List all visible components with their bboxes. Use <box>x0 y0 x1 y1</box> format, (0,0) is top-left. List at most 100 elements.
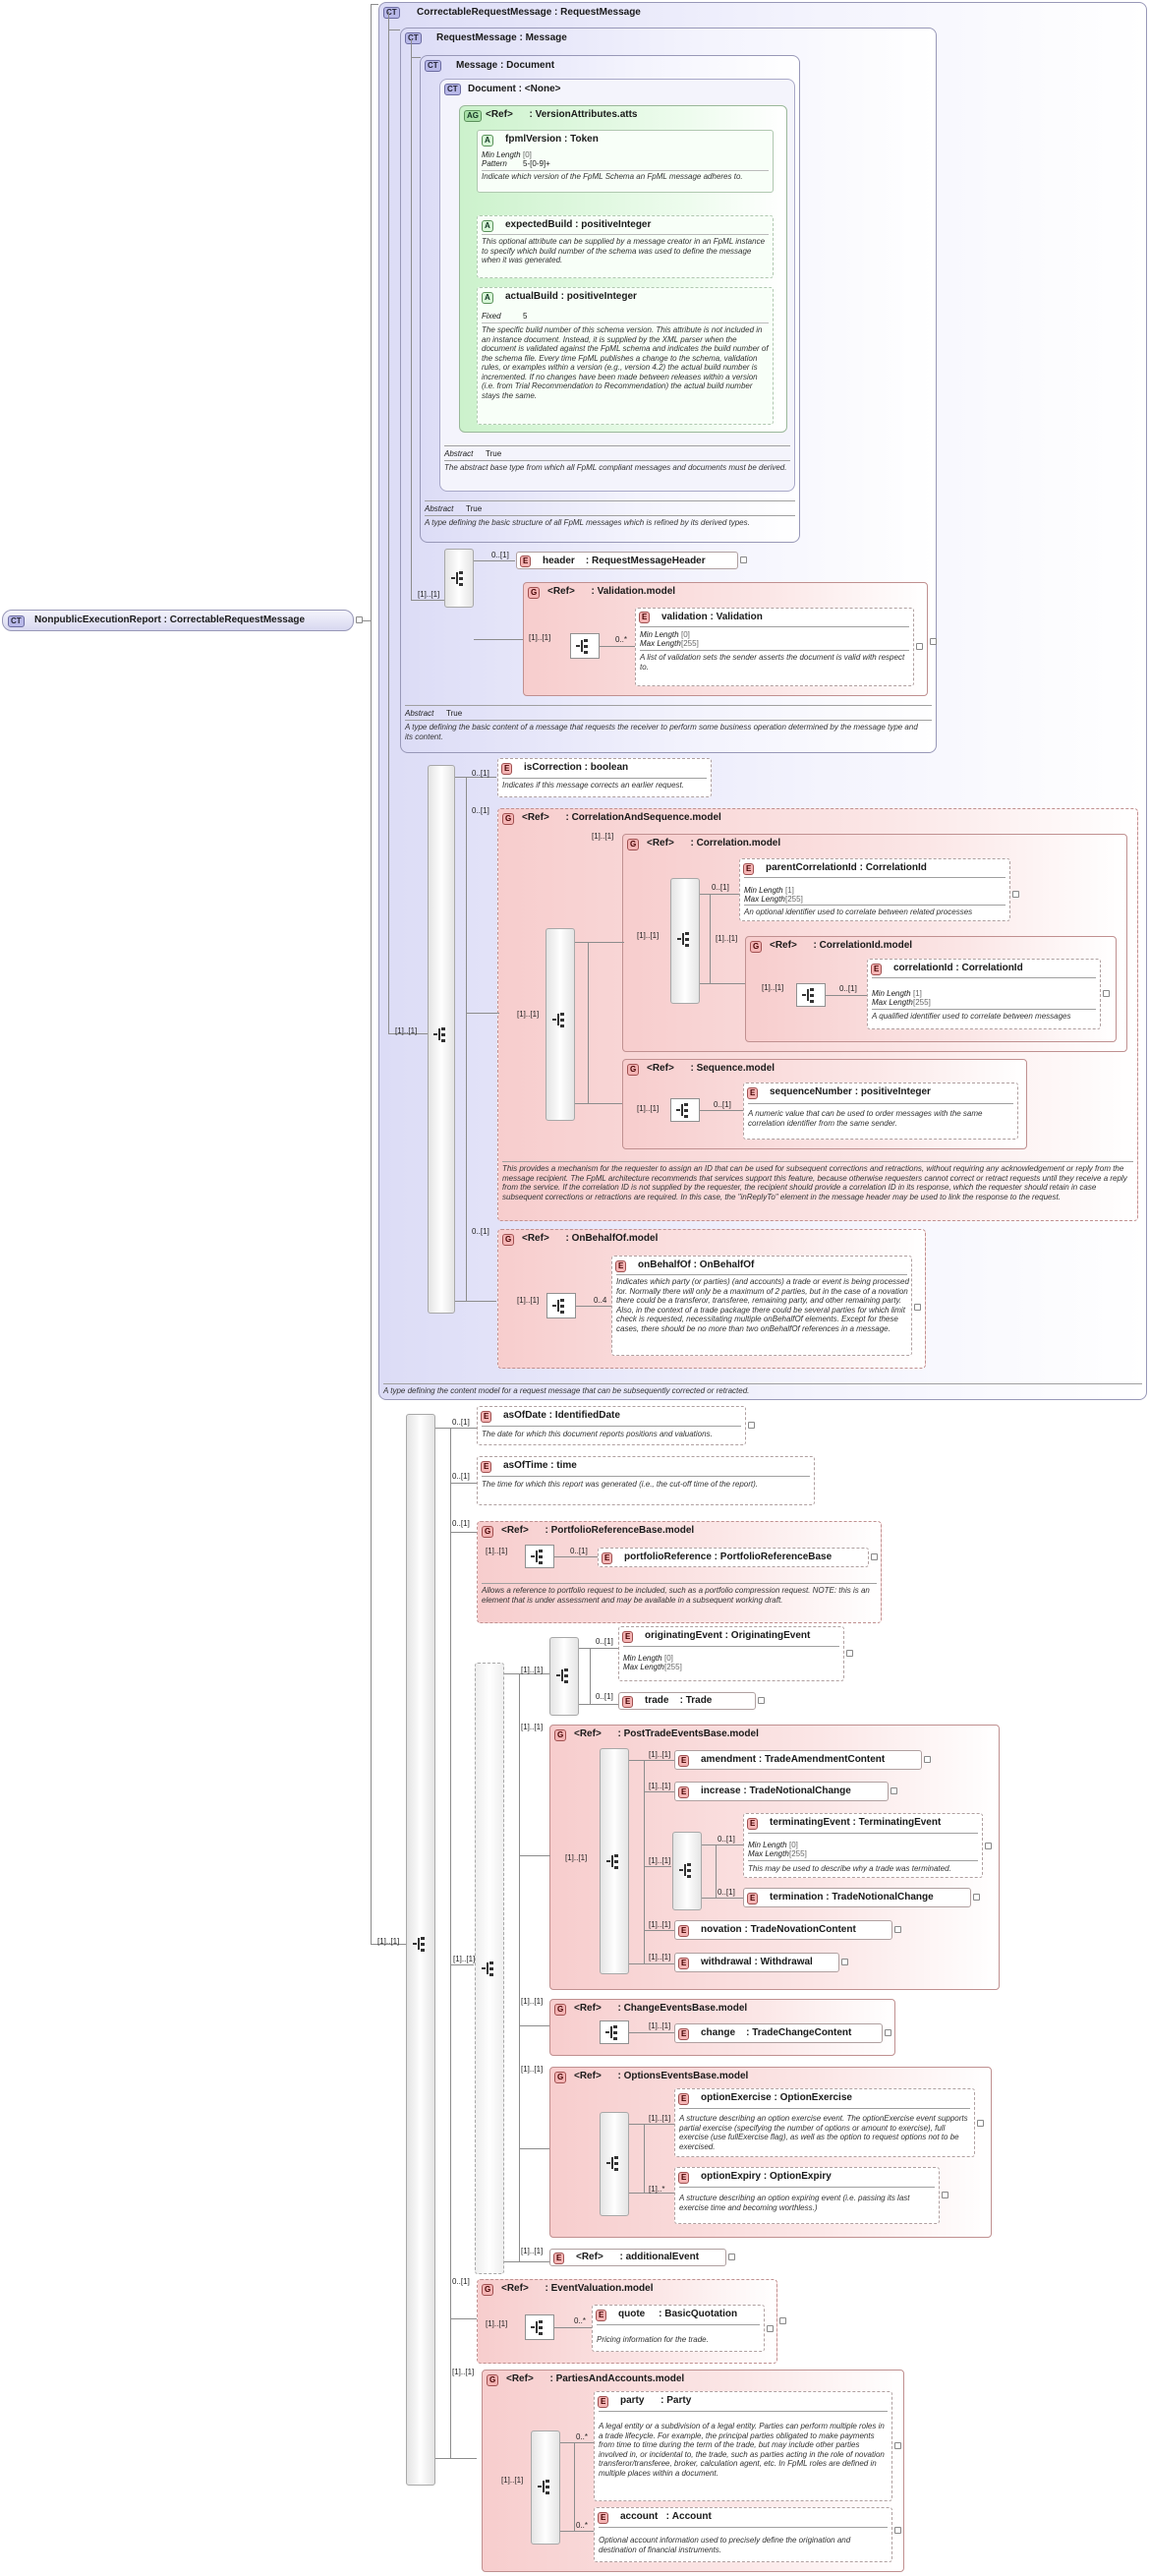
expand-toggle[interactable] <box>894 1926 901 1933</box>
expand-toggle[interactable] <box>894 2442 901 2449</box>
sequence-icon <box>552 1299 564 1314</box>
expand-toggle[interactable] <box>841 1959 848 1965</box>
sequence-compositor[interactable] <box>570 633 600 659</box>
as-of-date-element[interactable]: E asOfDate : IdentifiedDate The date for… <box>477 1406 746 1445</box>
cardinality-label: 0..[1] <box>452 2277 470 2286</box>
sequence-compositor[interactable] <box>444 549 474 608</box>
expand-toggle[interactable] <box>985 1843 992 1849</box>
expand-toggle[interactable] <box>846 1650 853 1657</box>
quote-element[interactable]: E quote : BasicQuotation Pricing informa… <box>592 2305 765 2352</box>
fpml-version-attribute[interactable]: A fpmlVersion : Token Min Length[0] Patt… <box>477 130 774 193</box>
group-title: <Ref> : OnBehalfOf.model <box>522 1233 659 1245</box>
attribute-documentation: The specific build number of this schema… <box>482 325 769 400</box>
header-element[interactable]: E header : RequestMessageHeader <box>516 552 738 569</box>
element-label: termination : TradeNotionalChange <box>770 1892 934 1903</box>
withdrawal-element[interactable]: E withdrawal : Withdrawal <box>674 1953 839 1972</box>
expand-toggle[interactable] <box>942 2192 948 2198</box>
sequence-icon <box>677 932 689 947</box>
expand-toggle[interactable] <box>924 1756 931 1763</box>
choice-compositor[interactable] <box>600 2112 629 2216</box>
trade-element[interactable]: E trade : Trade <box>618 1692 756 1710</box>
expand-toggle[interactable] <box>767 2325 774 2332</box>
change-element[interactable]: E change : TradeChangeContent <box>674 2023 883 2043</box>
root-element[interactable]: CT NonpublicExecutionReport : Correctabl… <box>2 610 354 631</box>
group-title: <Ref> : OptionsEventsBase.model <box>574 2071 749 2082</box>
cardinality-label: 0..4 <box>594 1296 607 1305</box>
choice-icon <box>606 1854 618 1869</box>
originating-event-element[interactable]: E originatingEvent : OriginatingEvent Mi… <box>618 1626 844 1681</box>
attribute-icon: A <box>482 292 493 304</box>
expand-toggle[interactable] <box>779 2317 786 2324</box>
party-element[interactable]: E party : Party A legal entity or a subd… <box>594 2391 892 2501</box>
expand-toggle[interactable] <box>916 643 923 650</box>
novation-element[interactable]: E novation : TradeNovationContent <box>674 1920 892 1940</box>
cardinality-label: 0..* <box>576 2521 589 2530</box>
sequence-number-element[interactable]: E sequenceNumber : positiveInteger A num… <box>743 1083 1018 1140</box>
expand-toggle[interactable] <box>894 2527 901 2534</box>
expand-toggle[interactable] <box>748 1422 755 1429</box>
sequence-icon <box>552 1013 564 1027</box>
element-label: asOfDate : IdentifiedDate <box>503 1410 620 1422</box>
is-correction-element[interactable]: E isCorrection : boolean Indicates if th… <box>497 758 712 797</box>
expand-toggle[interactable] <box>728 2254 735 2260</box>
choice-compositor[interactable] <box>600 2020 629 2044</box>
option-expiry-element[interactable]: E optionExpiry : OptionExpiry A structur… <box>674 2167 940 2224</box>
group-icon: G <box>502 1234 515 1246</box>
expand-toggle[interactable] <box>914 1304 921 1311</box>
termination-element[interactable]: E termination : TradeNotionalChange <box>743 1888 971 1907</box>
expand-toggle[interactable] <box>740 556 747 563</box>
portfolio-reference-element[interactable]: E portfolioReference : PortfolioReferenc… <box>598 1548 869 1567</box>
sequence-compositor[interactable] <box>531 2430 560 2545</box>
expected-build-attribute[interactable]: A expectedBuild : positiveInteger This o… <box>477 215 774 278</box>
portfolio-reference-base-model-group[interactable]: G <Ref> : PortfolioReferenceBase.model A… <box>477 1521 882 1623</box>
expand-toggle[interactable] <box>977 2120 984 2127</box>
expand-toggle[interactable] <box>890 1787 897 1794</box>
terminating-event-element[interactable]: E terminatingEvent : TerminatingEvent Mi… <box>743 1813 983 1878</box>
parent-correlation-id-element[interactable]: E parentCorrelationId : CorrelationId Mi… <box>739 858 1010 921</box>
sequence-compositor[interactable] <box>525 1545 554 1568</box>
sequence-compositor[interactable] <box>546 1293 576 1318</box>
additional-event-element[interactable]: E <Ref> : additionalEvent <box>549 2249 726 2266</box>
choice-compositor[interactable] <box>600 1748 629 1974</box>
element-icon: E <box>743 863 755 875</box>
expand-toggle[interactable] <box>871 1553 878 1560</box>
sequence-compositor[interactable] <box>796 983 826 1007</box>
increase-element[interactable]: E increase : TradeNotionalChange <box>674 1782 889 1801</box>
option-exercise-element[interactable]: E optionExercise : OptionExercise A stru… <box>674 2088 975 2157</box>
sequence-compositor[interactable] <box>672 1832 702 1910</box>
on-behalf-of-element[interactable]: E onBehalfOf : OnBehalfOf Indicates whic… <box>611 1256 912 1356</box>
expand-toggle[interactable] <box>930 638 937 645</box>
correlation-id-element[interactable]: E correlationId : CorrelationId Min Leng… <box>867 959 1101 1029</box>
amendment-element[interactable]: E amendment : TradeAmendmentContent <box>674 1750 922 1770</box>
element-label: party : Party <box>620 2395 692 2407</box>
sequence-compositor[interactable] <box>549 1637 579 1716</box>
expand-toggle[interactable] <box>1103 990 1110 997</box>
validation-element[interactable]: E validation : Validation Min Length[0] … <box>635 608 914 686</box>
expand-toggle[interactable] <box>1012 891 1019 898</box>
expand-toggle[interactable] <box>758 1697 765 1704</box>
sequence-compositor[interactable] <box>406 1414 435 2486</box>
expand-toggle[interactable] <box>356 616 363 623</box>
choice-compositor[interactable] <box>475 1663 504 2274</box>
element-label: isCorrection : boolean <box>524 762 629 774</box>
group-title: <Ref> : Validation.model <box>547 586 676 598</box>
cardinality-label: [1]..[1] <box>762 983 784 992</box>
group-title: <Ref> : PortfolioReferenceBase.model <box>501 1525 695 1537</box>
group-title: <Ref> : CorrelationAndSequence.model <box>522 812 721 824</box>
sequence-compositor[interactable] <box>670 1098 700 1122</box>
sequence-compositor[interactable] <box>428 765 455 1314</box>
element-icon: E <box>639 612 651 623</box>
expand-toggle[interactable] <box>885 2029 891 2036</box>
sequence-compositor[interactable] <box>525 2314 554 2340</box>
sequence-compositor[interactable] <box>546 928 575 1121</box>
sequence-icon <box>433 1027 445 1042</box>
type-title: Message : Document <box>456 60 555 72</box>
element-label: change : TradeChangeContent <box>701 2027 852 2039</box>
account-element[interactable]: E account : Account Optional account inf… <box>594 2507 892 2562</box>
sequence-compositor[interactable] <box>670 878 700 1004</box>
as-of-time-element[interactable]: E asOfTime : time The time for which thi… <box>477 1456 815 1505</box>
expand-toggle[interactable] <box>973 1894 980 1901</box>
